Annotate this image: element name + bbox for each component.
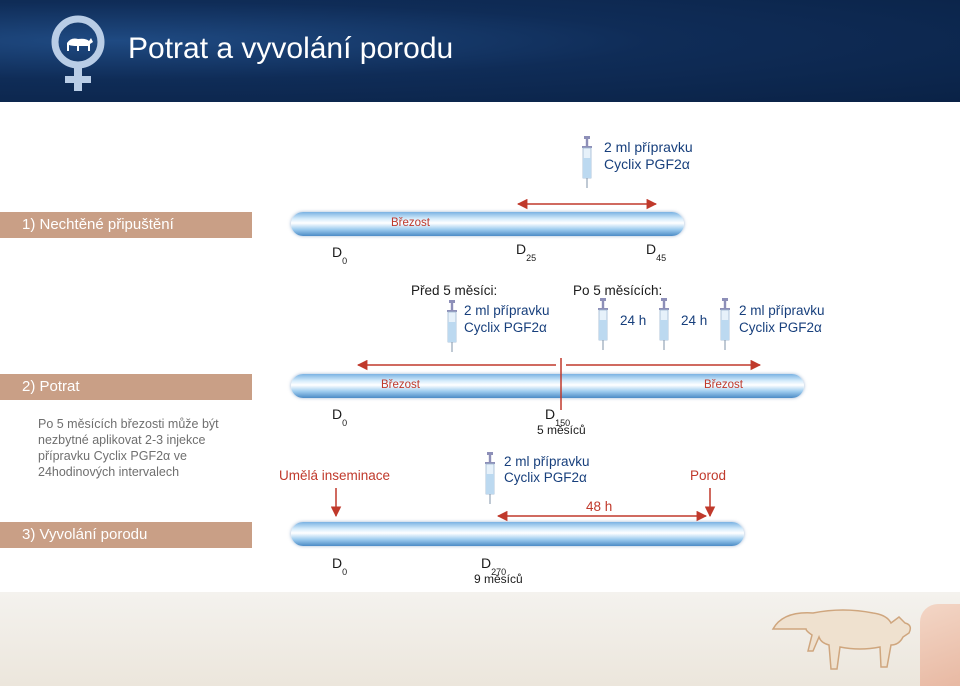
cow-illustration-icon	[771, 609, 912, 670]
s2-before-line2: Cyclix PGF2α	[464, 320, 547, 335]
day-270-marker: D270	[481, 555, 507, 577]
section-1-label: 1) Nechtěné připuštění	[0, 212, 252, 238]
syringe-icon-s2-1	[597, 297, 609, 351]
bottom-decor-band	[0, 592, 960, 686]
s2-after-title: Po 5 měsících:	[573, 283, 663, 298]
s3-interval: 48 h	[586, 499, 613, 514]
s3-dose-line2: Cyclix PGF2α	[504, 470, 587, 485]
s2-after-line1: 2 ml přípravku	[739, 303, 825, 318]
section-3-label: 3) Vyvolání porodu	[0, 522, 252, 548]
pregnancy-tube-2	[291, 374, 804, 398]
s2-interval-2: 24 h	[681, 313, 708, 328]
day-150-marker: D150	[545, 406, 571, 428]
s1-dose-line2: Cyclix PGF2α	[604, 156, 690, 172]
birth-label: Porod	[690, 468, 727, 483]
s3-dose-line1: 2 ml přípravku	[504, 454, 590, 469]
day-0-marker-3: D0	[332, 555, 348, 577]
day-25-marker: D25	[516, 241, 537, 263]
page-title: Potrat a vyvolání porodu	[128, 32, 454, 65]
syringe-icon-s2-before	[446, 299, 458, 353]
s2-before-line1: 2 ml přípravku	[464, 303, 550, 318]
pregnancy-label-2b: Březost	[704, 379, 743, 391]
syringe-icon-s2-3	[719, 297, 731, 351]
day-270-months: 9 měsíců	[474, 572, 523, 586]
pregnancy-label-1: Březost	[391, 217, 430, 229]
day-0-marker-1: D0	[332, 244, 348, 266]
pregnancy-tube-1	[291, 212, 684, 236]
s2-interval-1: 24 h	[620, 313, 647, 328]
cow-female-symbol-icon	[51, 15, 105, 91]
hand-decor	[920, 604, 960, 686]
insemination-label: Umělá inseminace	[279, 468, 391, 483]
abortion-note: Po 5 měsících březosti může být nezbytné…	[38, 417, 219, 479]
day-0-marker-2: D0	[332, 406, 348, 428]
s1-dose-line1: 2 ml přípravku	[604, 139, 693, 155]
syringe-icon-s2-2	[658, 297, 670, 351]
s2-after-line2: Cyclix PGF2α	[739, 320, 822, 335]
header-banner: Potrat a vyvolání porodu	[0, 0, 960, 102]
section-2-label: 2) Potrat	[0, 374, 252, 400]
day-150-months: 5 měsíců	[537, 423, 586, 437]
pregnancy-label-2a: Březost	[381, 379, 420, 391]
s2-before-title: Před 5 měsíci:	[411, 283, 498, 298]
day-45-marker: D45	[646, 241, 667, 263]
syringe-icon-s1	[581, 135, 593, 189]
syringe-icon-s3	[484, 451, 496, 505]
pregnancy-tube-3	[291, 522, 744, 546]
